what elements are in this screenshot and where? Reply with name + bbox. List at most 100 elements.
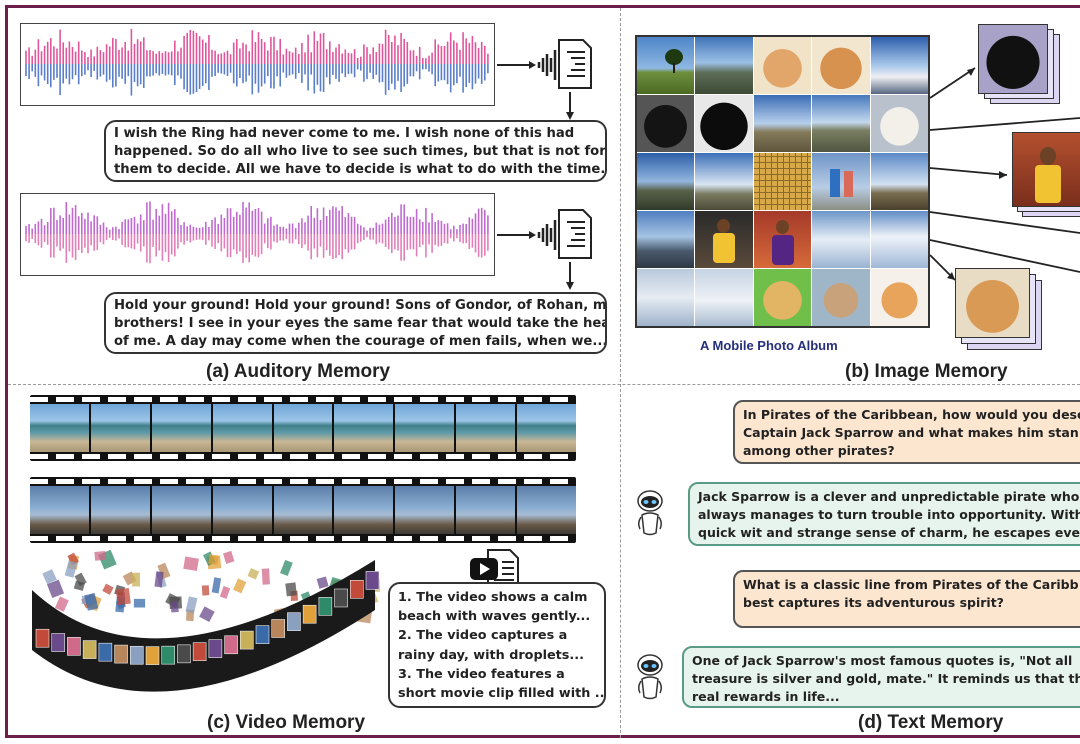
question-line: best captures its adventurous spirit? xyxy=(743,595,1004,610)
sky-photo xyxy=(870,211,928,268)
movie-poster xyxy=(82,640,97,659)
audio-transcript-icon xyxy=(497,209,592,290)
answer-line: treasure is silver and gold, mate." It r… xyxy=(692,671,1080,686)
movie-poster xyxy=(365,571,380,590)
basketball-player-photo xyxy=(695,211,753,268)
flying-photo xyxy=(199,606,215,623)
cat-photo xyxy=(812,269,870,326)
transcript-line: brothers! I see in your eyes the same fe… xyxy=(114,316,607,331)
flying-photo xyxy=(219,586,231,599)
flying-photo xyxy=(94,550,107,561)
flying-photo xyxy=(211,577,222,594)
answer-line: One of Jack Sparrow's most famous quotes… xyxy=(692,653,1073,668)
transcript-line: I wish the Ring had never come to me. I … xyxy=(114,126,575,141)
basketball-player-photo xyxy=(1012,132,1080,207)
film-frame xyxy=(456,404,516,452)
flying-photo xyxy=(64,560,78,578)
movie-poster xyxy=(318,597,333,616)
film-frame xyxy=(151,404,211,452)
movie-poster xyxy=(177,644,191,664)
film-strip-rain xyxy=(30,477,576,543)
question-line: In Pirates of the Caribbean, how would y… xyxy=(743,407,1080,422)
flying-photo xyxy=(67,552,79,566)
black-cat-photo xyxy=(695,95,753,152)
flying-photo xyxy=(247,568,260,580)
film-frame xyxy=(517,486,576,534)
flying-photo xyxy=(261,568,270,585)
flying-photo xyxy=(280,559,293,577)
summary-line: short movie clip filled with ... xyxy=(398,686,606,702)
caption-auditory: (a) Auditory Memory xyxy=(206,361,391,382)
mountain-photo xyxy=(695,37,753,94)
film-frame xyxy=(212,404,272,452)
cat-photo xyxy=(955,268,1030,338)
sky-photo xyxy=(812,211,870,268)
transcript-line: Hold your ground! Hold your ground! Sons… xyxy=(114,298,607,313)
question-line: What is a classic line from Pirates of t… xyxy=(743,577,1079,592)
kitten-photo xyxy=(870,95,928,152)
photo-album-grid xyxy=(635,35,930,328)
movie-poster xyxy=(192,642,207,661)
caption-text: (d) Text Memory xyxy=(858,712,1004,733)
flying-photo xyxy=(132,572,141,587)
answer-line: quick wit and strange sense of charm, he… xyxy=(698,525,1080,540)
transcript-line: of me. A day may come when the courage o… xyxy=(114,334,607,349)
flying-photo xyxy=(46,579,65,598)
transcript-bubble-1: I wish the Ring had never come to me. I … xyxy=(104,120,607,182)
movie-film-collage xyxy=(32,550,380,692)
flying-photo xyxy=(115,588,131,606)
video-summary-bubble: 1. The video shows a calm beach with wav… xyxy=(388,582,606,708)
cat-photo xyxy=(753,37,812,94)
summary-line: 2. The video captures a xyxy=(398,628,568,644)
film-frame xyxy=(151,486,211,534)
board-game-photo xyxy=(753,153,812,210)
movie-poster xyxy=(334,588,348,608)
movie-poster xyxy=(224,635,238,655)
vertical-divider xyxy=(620,8,621,738)
flying-photo xyxy=(133,598,146,608)
horizontal-divider xyxy=(8,384,1080,385)
black-cat-photo xyxy=(637,95,695,152)
flying-photo xyxy=(54,596,69,612)
film-frame xyxy=(273,404,333,452)
robot-icon xyxy=(637,490,663,536)
movie-poster xyxy=(145,646,160,665)
flying-photo xyxy=(201,585,210,596)
waveform-1-svg xyxy=(25,28,489,96)
movie-poster xyxy=(51,633,66,652)
video-document-icon xyxy=(470,549,519,589)
sky-photo xyxy=(695,153,753,210)
movie-poster xyxy=(271,619,286,638)
flying-photo xyxy=(74,572,87,587)
question-box-2: What is a classic line from Pirates of t… xyxy=(733,570,1080,628)
people-photo xyxy=(812,153,870,210)
mountain-photo xyxy=(753,95,812,152)
audio-transcript-icon xyxy=(497,39,592,120)
film-frame xyxy=(90,486,150,534)
flying-photo xyxy=(222,550,235,564)
question-line: Captain Jack Sparrow and what makes him … xyxy=(743,425,1079,440)
answer-box-2: One of Jack Sparrow's most famous quotes… xyxy=(682,646,1080,708)
dog-photo xyxy=(753,269,812,326)
movie-poster xyxy=(114,644,128,664)
summary-line: 1. The video shows a calm xyxy=(398,590,588,605)
album-arrows xyxy=(929,67,1080,281)
movie-poster xyxy=(287,612,301,631)
flying-photo xyxy=(208,554,219,565)
flying-photo xyxy=(157,562,171,580)
transcript-bubble-2: Hold your ground! Hold your ground! Sons… xyxy=(104,292,607,354)
flying-photo xyxy=(185,596,198,614)
figure-frame xyxy=(5,5,1080,738)
movie-poster xyxy=(255,625,270,644)
flying-photo xyxy=(84,592,99,611)
film-frame xyxy=(395,486,455,534)
movie-poster xyxy=(35,628,50,648)
caption-image: (b) Image Memory xyxy=(845,361,1008,382)
question-box-1: In Pirates of the Caribbean, how would y… xyxy=(733,400,1080,464)
flying-photo xyxy=(42,569,57,585)
answer-line: always manages to turn trouble into oppo… xyxy=(698,507,1080,522)
answer-line: Jack Sparrow is a clever and unpredictab… xyxy=(698,489,1080,504)
film-strip-beach xyxy=(30,395,576,461)
flying-photo xyxy=(154,571,164,588)
film-frame xyxy=(212,486,272,534)
